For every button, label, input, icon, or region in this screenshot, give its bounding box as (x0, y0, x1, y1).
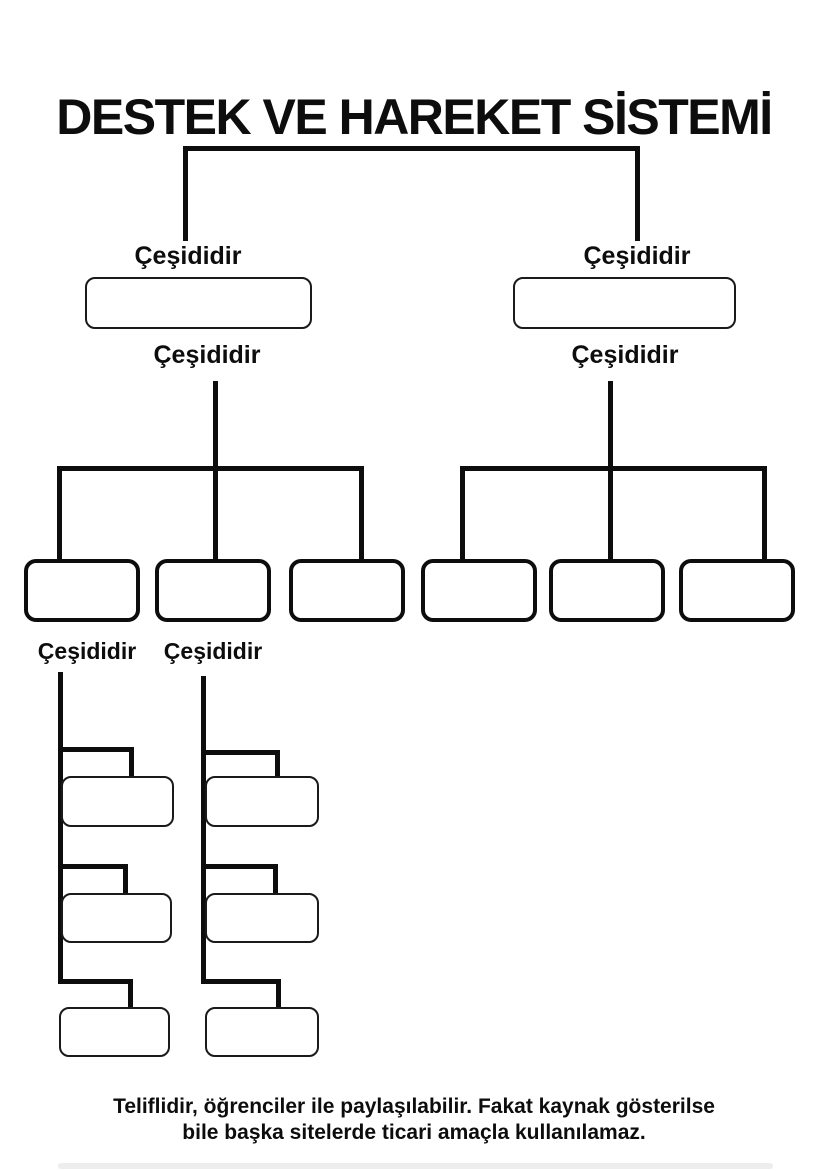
left-subtree-center-vertical-line (213, 381, 218, 561)
chain2-elbow2-drop-line (273, 864, 278, 895)
chain2-answer-box-2 (205, 893, 319, 943)
right-subtree-center-vertical-line (608, 381, 613, 561)
left-subtree-left-drop-line (57, 466, 62, 561)
footer-copyright-line2: bile başka sitelerde ticari amaçla kulla… (182, 1121, 646, 1144)
sub-branch-label-2: Çeşididir (163, 638, 263, 664)
left-branch-top-label: Çeşididir (134, 242, 242, 270)
right-parent-answer-box (513, 277, 736, 329)
chain1-answer-box-1 (61, 776, 174, 827)
left-parent-answer-box (85, 277, 312, 329)
right-branch-top-label: Çeşididir (583, 242, 691, 270)
chain2-elbow2-horizontal-line (201, 864, 278, 869)
right-branch-mid-label: Çeşididir (571, 341, 679, 369)
right-subtree-left-drop-line (460, 466, 465, 561)
chain1-trunk-line (58, 672, 63, 984)
chain2-trunk-line (201, 676, 206, 984)
left-subtree-right-drop-line (359, 466, 364, 561)
footer-copyright-line1: Teliflidir, öğrenciler ile paylaşılabili… (113, 1095, 715, 1118)
left-branch-mid-label: Çeşididir (153, 341, 261, 369)
right-child-answer-box-1 (421, 559, 537, 622)
chain2-elbow3-horizontal-line (201, 979, 281, 984)
left-child-answer-box-1 (24, 559, 140, 622)
page-bottom-scan-shadow (58, 1163, 773, 1169)
right-subtree-horizontal-line (460, 466, 767, 471)
left-child-answer-box-2 (155, 559, 271, 622)
right-child-answer-box-2 (549, 559, 665, 622)
root-bracket-horizontal-line (183, 146, 640, 151)
chain2-answer-box-3 (205, 1007, 319, 1057)
chain1-answer-box-2 (61, 893, 172, 943)
root-bracket-left-vertical-line (183, 146, 188, 241)
right-child-answer-box-3 (679, 559, 795, 622)
chain2-elbow3-drop-line (276, 979, 281, 1009)
footer-copyright: Teliflidir, öğrenciler ile paylaşılabili… (0, 1094, 828, 1146)
chain1-elbow1-drop-line (129, 747, 134, 778)
chain1-elbow1-horizontal-line (58, 747, 134, 752)
left-subtree-horizontal-line (57, 466, 364, 471)
chain1-elbow3-horizontal-line (58, 979, 133, 984)
chain1-elbow2-horizontal-line (58, 864, 128, 869)
right-subtree-right-drop-line (762, 466, 767, 561)
left-child-answer-box-3 (289, 559, 405, 622)
page-title: DESTEK VE HAREKET SİSTEMİ (56, 89, 773, 145)
chain2-elbow1-horizontal-line (201, 750, 280, 755)
chain1-elbow2-drop-line (123, 864, 128, 895)
sub-branch-label-1: Çeşididir (37, 638, 137, 664)
chain2-answer-box-1 (205, 776, 319, 827)
chain2-elbow1-drop-line (275, 750, 280, 778)
chain1-elbow3-drop-line (128, 979, 133, 1009)
chain1-answer-box-3 (59, 1007, 170, 1057)
root-bracket-right-vertical-line (635, 146, 640, 241)
